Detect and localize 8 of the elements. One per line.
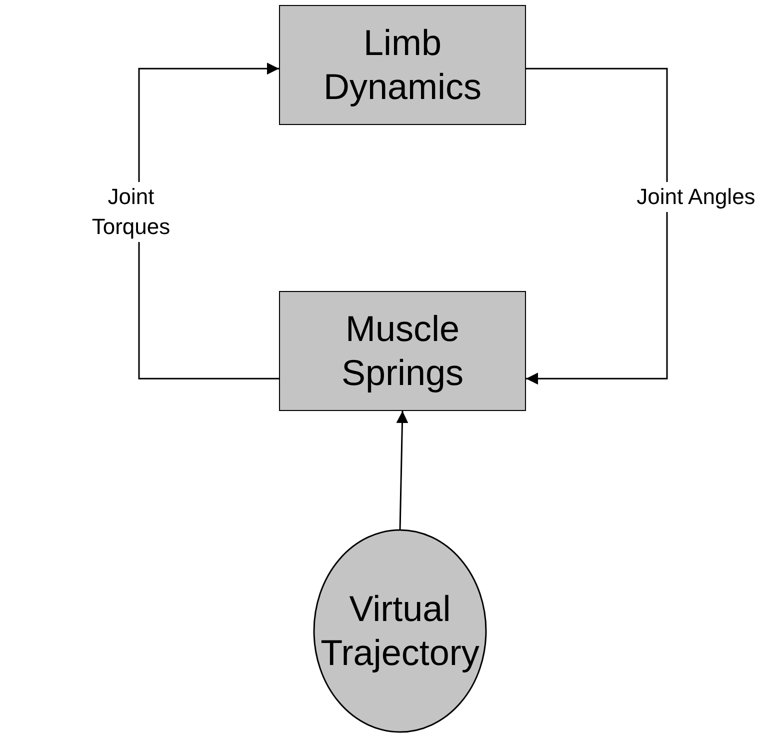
process-box (279, 291, 526, 411)
node-label: Virtual Trajectory (320, 587, 480, 675)
arrow (138, 62, 279, 380)
arrow (526, 68, 668, 385)
node-label: Muscle Springs (340, 307, 465, 395)
process-box (279, 5, 526, 125)
node-label: Limb Dynamics (322, 21, 483, 109)
arrow (396, 410, 408, 530)
